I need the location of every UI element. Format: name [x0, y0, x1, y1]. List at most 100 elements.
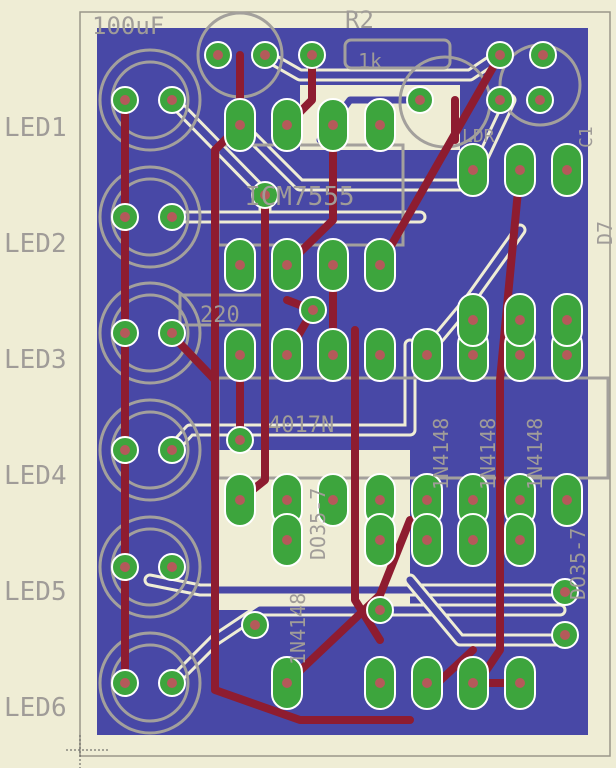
- drill-hole: [515, 535, 525, 545]
- drill-hole: [562, 350, 572, 360]
- drill-hole: [562, 495, 572, 505]
- drill-hole: [328, 350, 338, 360]
- drill-hole: [375, 120, 385, 130]
- drill-hole: [495, 95, 505, 105]
- led2-label: LED2: [4, 229, 67, 259]
- drill-hole: [282, 535, 292, 545]
- drill-hole: [282, 120, 292, 130]
- capacitor-value: 100uF: [92, 12, 164, 40]
- drill-hole: [120, 445, 130, 455]
- drill-hole: [515, 165, 525, 175]
- drill-hole: [282, 678, 292, 688]
- drill-hole: [120, 328, 130, 338]
- diode-part: 1N4148: [476, 418, 500, 490]
- diode-part: 1N4148: [286, 593, 310, 665]
- drill-hole: [167, 328, 177, 338]
- drill-hole: [120, 678, 130, 688]
- trace: [351, 326, 384, 644]
- led1-label: LED1: [4, 113, 67, 143]
- led-outline: [98, 515, 202, 619]
- drill-hole: [260, 190, 270, 200]
- drill-hole: [415, 95, 425, 105]
- diode-part: 1N4148: [523, 418, 547, 490]
- drill-hole: [282, 260, 292, 270]
- drill-hole: [515, 315, 525, 325]
- diode-package: DO35-7: [306, 488, 330, 560]
- bottom-trace: [168, 606, 564, 687]
- drill-hole: [468, 350, 478, 360]
- led5-label: LED5: [4, 577, 67, 607]
- drill-hole: [167, 445, 177, 455]
- drill-hole: [120, 212, 130, 222]
- drill-hole: [120, 95, 130, 105]
- drill-hole: [468, 495, 478, 505]
- trace: [376, 51, 504, 269]
- drill-hole: [167, 95, 177, 105]
- drill-hole: [260, 50, 270, 60]
- drill-hole: [120, 562, 130, 572]
- drill-hole: [468, 535, 478, 545]
- diode-part: 1N4148: [429, 418, 453, 490]
- trace: [283, 516, 414, 687]
- drill-hole: [235, 260, 245, 270]
- drill-hole: [562, 165, 572, 175]
- drill-hole: [375, 605, 385, 615]
- resistor-outline: [343, 38, 452, 70]
- drill-hole: [515, 350, 525, 360]
- led-outline: [98, 281, 202, 385]
- diode-package: DO35-7: [566, 528, 590, 600]
- drill-hole: [167, 678, 177, 688]
- diode-name: D7: [593, 221, 616, 245]
- drill-hole: [468, 165, 478, 175]
- drill-hole: [250, 620, 260, 630]
- led-outline: [98, 165, 202, 269]
- drill-hole: [515, 678, 525, 688]
- drill-hole: [282, 350, 292, 360]
- drill-hole: [308, 305, 318, 315]
- drill-hole: [235, 495, 245, 505]
- bottom-trace: [236, 96, 514, 189]
- drill-hole: [328, 495, 338, 505]
- led3-label: LED3: [4, 345, 67, 375]
- led-outline: [98, 631, 202, 735]
- ldr-label: LDR: [462, 126, 495, 147]
- drill-hole: [562, 315, 572, 325]
- drill-hole: [375, 495, 385, 505]
- timer-ic-label: ICM7555: [245, 182, 355, 212]
- drill-hole: [167, 212, 177, 222]
- drill-hole: [213, 50, 223, 60]
- copper-cutout: [215, 450, 410, 610]
- drill-hole: [495, 50, 505, 60]
- drill-hole: [560, 630, 570, 640]
- drill-hole: [375, 350, 385, 360]
- led-outline: [98, 398, 202, 502]
- led4-label: LED4: [4, 461, 67, 491]
- drill-hole: [468, 678, 478, 688]
- drill-hole: [307, 50, 317, 60]
- drill-hole: [422, 495, 432, 505]
- drill-hole: [538, 50, 548, 60]
- drill-hole: [235, 120, 245, 130]
- drill-hole: [468, 315, 478, 325]
- drill-hole: [515, 495, 525, 505]
- drill-hole: [535, 95, 545, 105]
- drill-hole: [375, 535, 385, 545]
- drill-hole: [560, 587, 570, 597]
- drill-hole: [422, 678, 432, 688]
- cap-name: C1: [576, 126, 597, 148]
- drill-hole: [235, 435, 245, 445]
- drill-hole: [328, 120, 338, 130]
- led6-label: LED6: [4, 693, 67, 723]
- resistor-value: 1k: [358, 49, 382, 73]
- board-outline: [79, 11, 611, 757]
- drill-hole: [422, 350, 432, 360]
- drill-hole: [167, 562, 177, 572]
- drill-hole: [375, 678, 385, 688]
- resistor2-value: 220: [200, 303, 240, 328]
- pads: [111, 41, 583, 710]
- bottom-traces: [143, 48, 567, 690]
- resistor-name: R2: [345, 6, 374, 34]
- bottom-trace: [261, 51, 504, 79]
- counter-ic-label: 4017N: [268, 413, 334, 438]
